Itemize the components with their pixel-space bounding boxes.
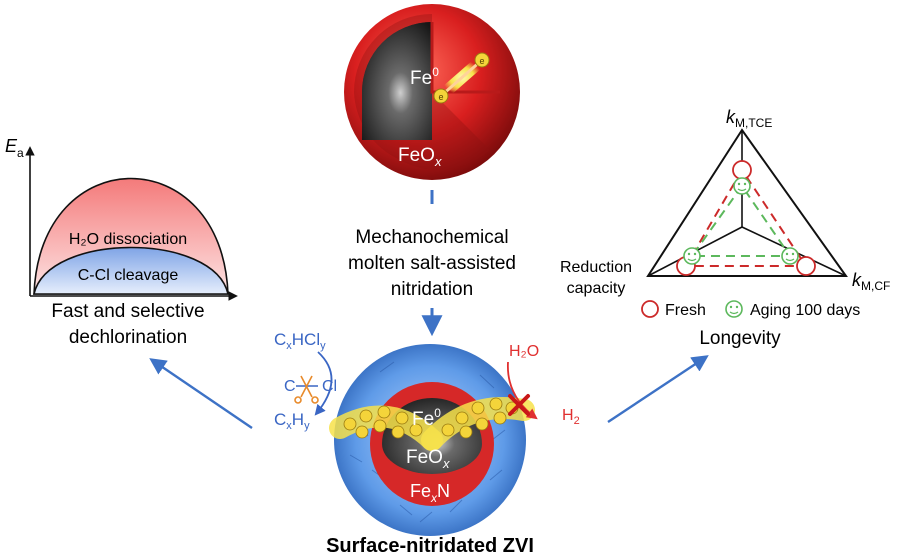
radar-triangle xyxy=(646,128,848,277)
aged-point xyxy=(733,177,751,195)
process-label: Mechanochemical molten salt-assisted nit… xyxy=(348,227,516,300)
arrow-to-longevity xyxy=(607,355,709,424)
left-caption-2: dechlorination xyxy=(69,327,187,348)
reactant-label: CxHCly xyxy=(274,330,326,352)
left-caption-1: Fast and selective xyxy=(51,301,204,322)
aged-point xyxy=(683,247,701,265)
h2o-dissociation-label: H₂O dissociation xyxy=(69,231,187,248)
fresh-point xyxy=(796,256,816,276)
axis-capacity: capacity xyxy=(567,280,626,297)
blocked-cross-icon xyxy=(508,394,530,416)
fresh-point xyxy=(732,160,752,180)
electron-icon xyxy=(433,88,449,104)
svg-text:Mechanochemical: Mechanochemical xyxy=(355,227,508,248)
arrow-to-dechlorination xyxy=(149,358,253,429)
water-arrow xyxy=(507,361,538,420)
dechlorination-reaction: CxHCly C Cl CxHy xyxy=(274,330,337,432)
axis-k-cf: kM,CF xyxy=(852,270,890,293)
ccl-cleavage-label: C-Cl cleavage xyxy=(78,267,179,284)
bottom-particle: Fe0 FeOx FexN xyxy=(329,344,535,536)
top-particle: e e Fe0 FeOx xyxy=(344,4,520,180)
bond-c: C xyxy=(284,378,296,395)
aged-series-line xyxy=(690,184,792,257)
reaction-arrow xyxy=(314,351,333,416)
product-label: CxHy xyxy=(274,410,310,432)
scissors-icon xyxy=(294,375,319,404)
ccl-barrier-curve xyxy=(32,246,230,295)
fexn-label: FexN xyxy=(410,481,450,505)
water-reaction: H₂O H2 xyxy=(507,343,580,427)
fresh-series-line xyxy=(684,168,808,267)
axis-k-tce: kM,TCE xyxy=(726,107,772,130)
legend-fresh-marker xyxy=(641,300,659,318)
feox-label: FeOx xyxy=(398,145,442,169)
feox-label-bottom: FeOx xyxy=(406,447,450,471)
electron-icon xyxy=(474,52,490,68)
aged-point xyxy=(781,247,799,265)
svg-text:molten salt-assisted: molten salt-assisted xyxy=(348,253,516,274)
fe0-label: Fe0 xyxy=(410,65,439,89)
energy-barrier-panel: Ea H₂O dissociation C-Cl cleavage Fast a… xyxy=(5,136,238,348)
h2-label: H2 xyxy=(562,407,580,427)
axis-reduction: Reduction xyxy=(560,259,632,276)
h2o-label: H₂O xyxy=(509,343,539,360)
bond-cl: Cl xyxy=(322,378,337,395)
right-caption: Longevity xyxy=(699,328,781,349)
main-title: Surface-nitridated ZVI xyxy=(326,535,534,557)
longevity-radar-panel: kM,TCE kM,CF Reduction capacity Fresh Ag… xyxy=(560,107,890,349)
y-axis-label: Ea xyxy=(5,136,24,160)
svg-text:e: e xyxy=(438,92,443,102)
svg-text:e: e xyxy=(479,56,484,66)
legend-fresh-label: Fresh xyxy=(665,302,706,319)
legend-aged-label: Aging 100 days xyxy=(750,302,860,319)
legend-aged-marker xyxy=(725,300,743,318)
fe0-label-bottom: Fe0 xyxy=(412,406,441,430)
svg-text:nitridation: nitridation xyxy=(391,279,473,300)
